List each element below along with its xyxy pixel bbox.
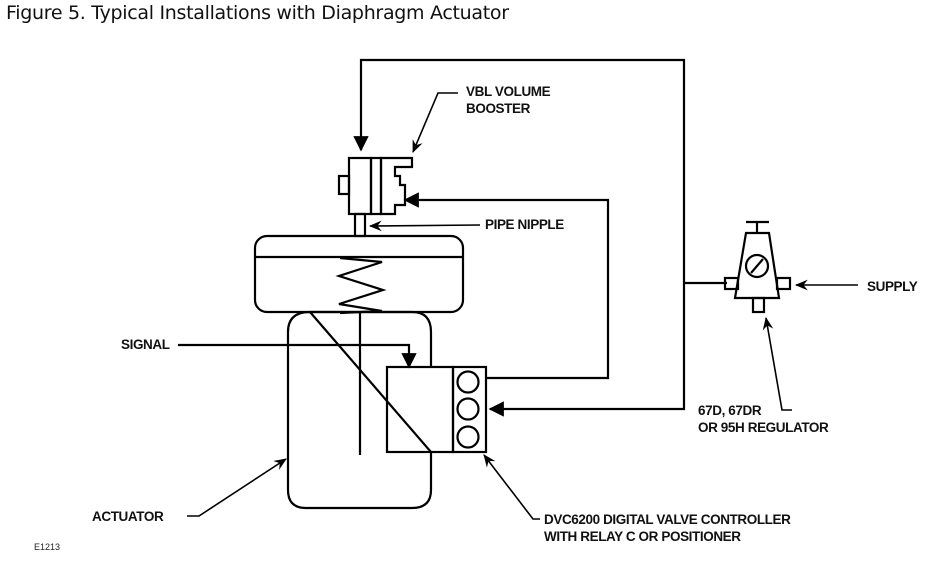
label-supply: SUPPLY — [867, 279, 918, 294]
regulator[interactable] — [723, 220, 792, 314]
label-regulator-line1: 67D, 67DR — [698, 403, 762, 418]
leader-pipe-nipple — [368, 220, 481, 232]
leader-regulator — [762, 316, 792, 411]
leader-actuator — [187, 458, 287, 517]
label-vbl-line1: VBL VOLUME — [466, 84, 551, 99]
label-vbl-line2: BOOSTER — [466, 101, 531, 116]
label-actuator: ACTUATOR — [92, 509, 164, 524]
label-controller-line2: WITH RELAY C OR POSITIONER — [544, 529, 741, 544]
label-regulator-line2: OR 95H REGULATOR — [698, 420, 829, 435]
supply-line-to-booster — [353, 58, 686, 283]
supply-line-to-controller — [488, 283, 686, 417]
adjusting-screw-icon — [744, 253, 770, 279]
leader-vbl — [412, 92, 458, 153]
pipe-nipple — [353, 212, 367, 238]
controller-port-3 — [456, 425, 480, 449]
controller-port-1 — [456, 370, 480, 394]
signal-line — [178, 343, 417, 369]
leader-controller — [483, 454, 540, 520]
controller-port-2 — [456, 397, 480, 421]
digital-valve-controller[interactable] — [385, 365, 488, 454]
figure-id: E1213 — [34, 542, 60, 552]
figure-title: Figure 5. Typical Installations with Dia… — [6, 2, 509, 24]
controller-output-line — [403, 192, 610, 380]
label-controller-line1: DVC6200 DIGITAL VALVE CONTROLLER — [544, 512, 791, 527]
diaphragm-casing[interactable] — [253, 234, 465, 315]
volume-booster[interactable] — [337, 156, 414, 216]
actuator-body[interactable] — [286, 310, 433, 510]
label-pipe-nipple: PIPE NIPPLE — [485, 217, 564, 232]
label-signal: SIGNAL — [121, 337, 170, 352]
spring-icon — [335, 256, 387, 315]
